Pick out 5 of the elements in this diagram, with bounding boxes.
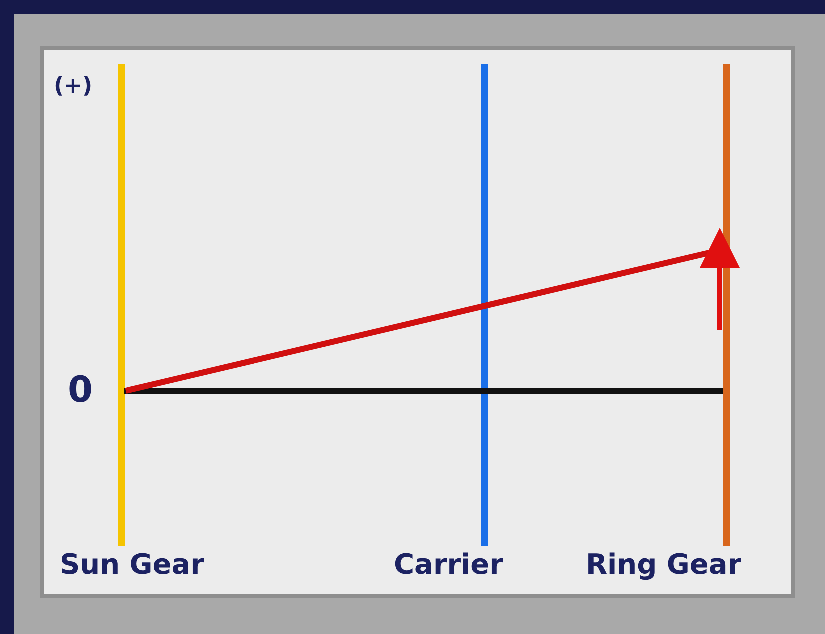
column-label: Ring Gear <box>586 548 742 581</box>
column-label: Sun Gear <box>60 548 204 581</box>
axis-label: (+) <box>54 74 93 99</box>
column-label: Carrier <box>394 548 504 581</box>
axis-label: 0 <box>68 370 94 411</box>
